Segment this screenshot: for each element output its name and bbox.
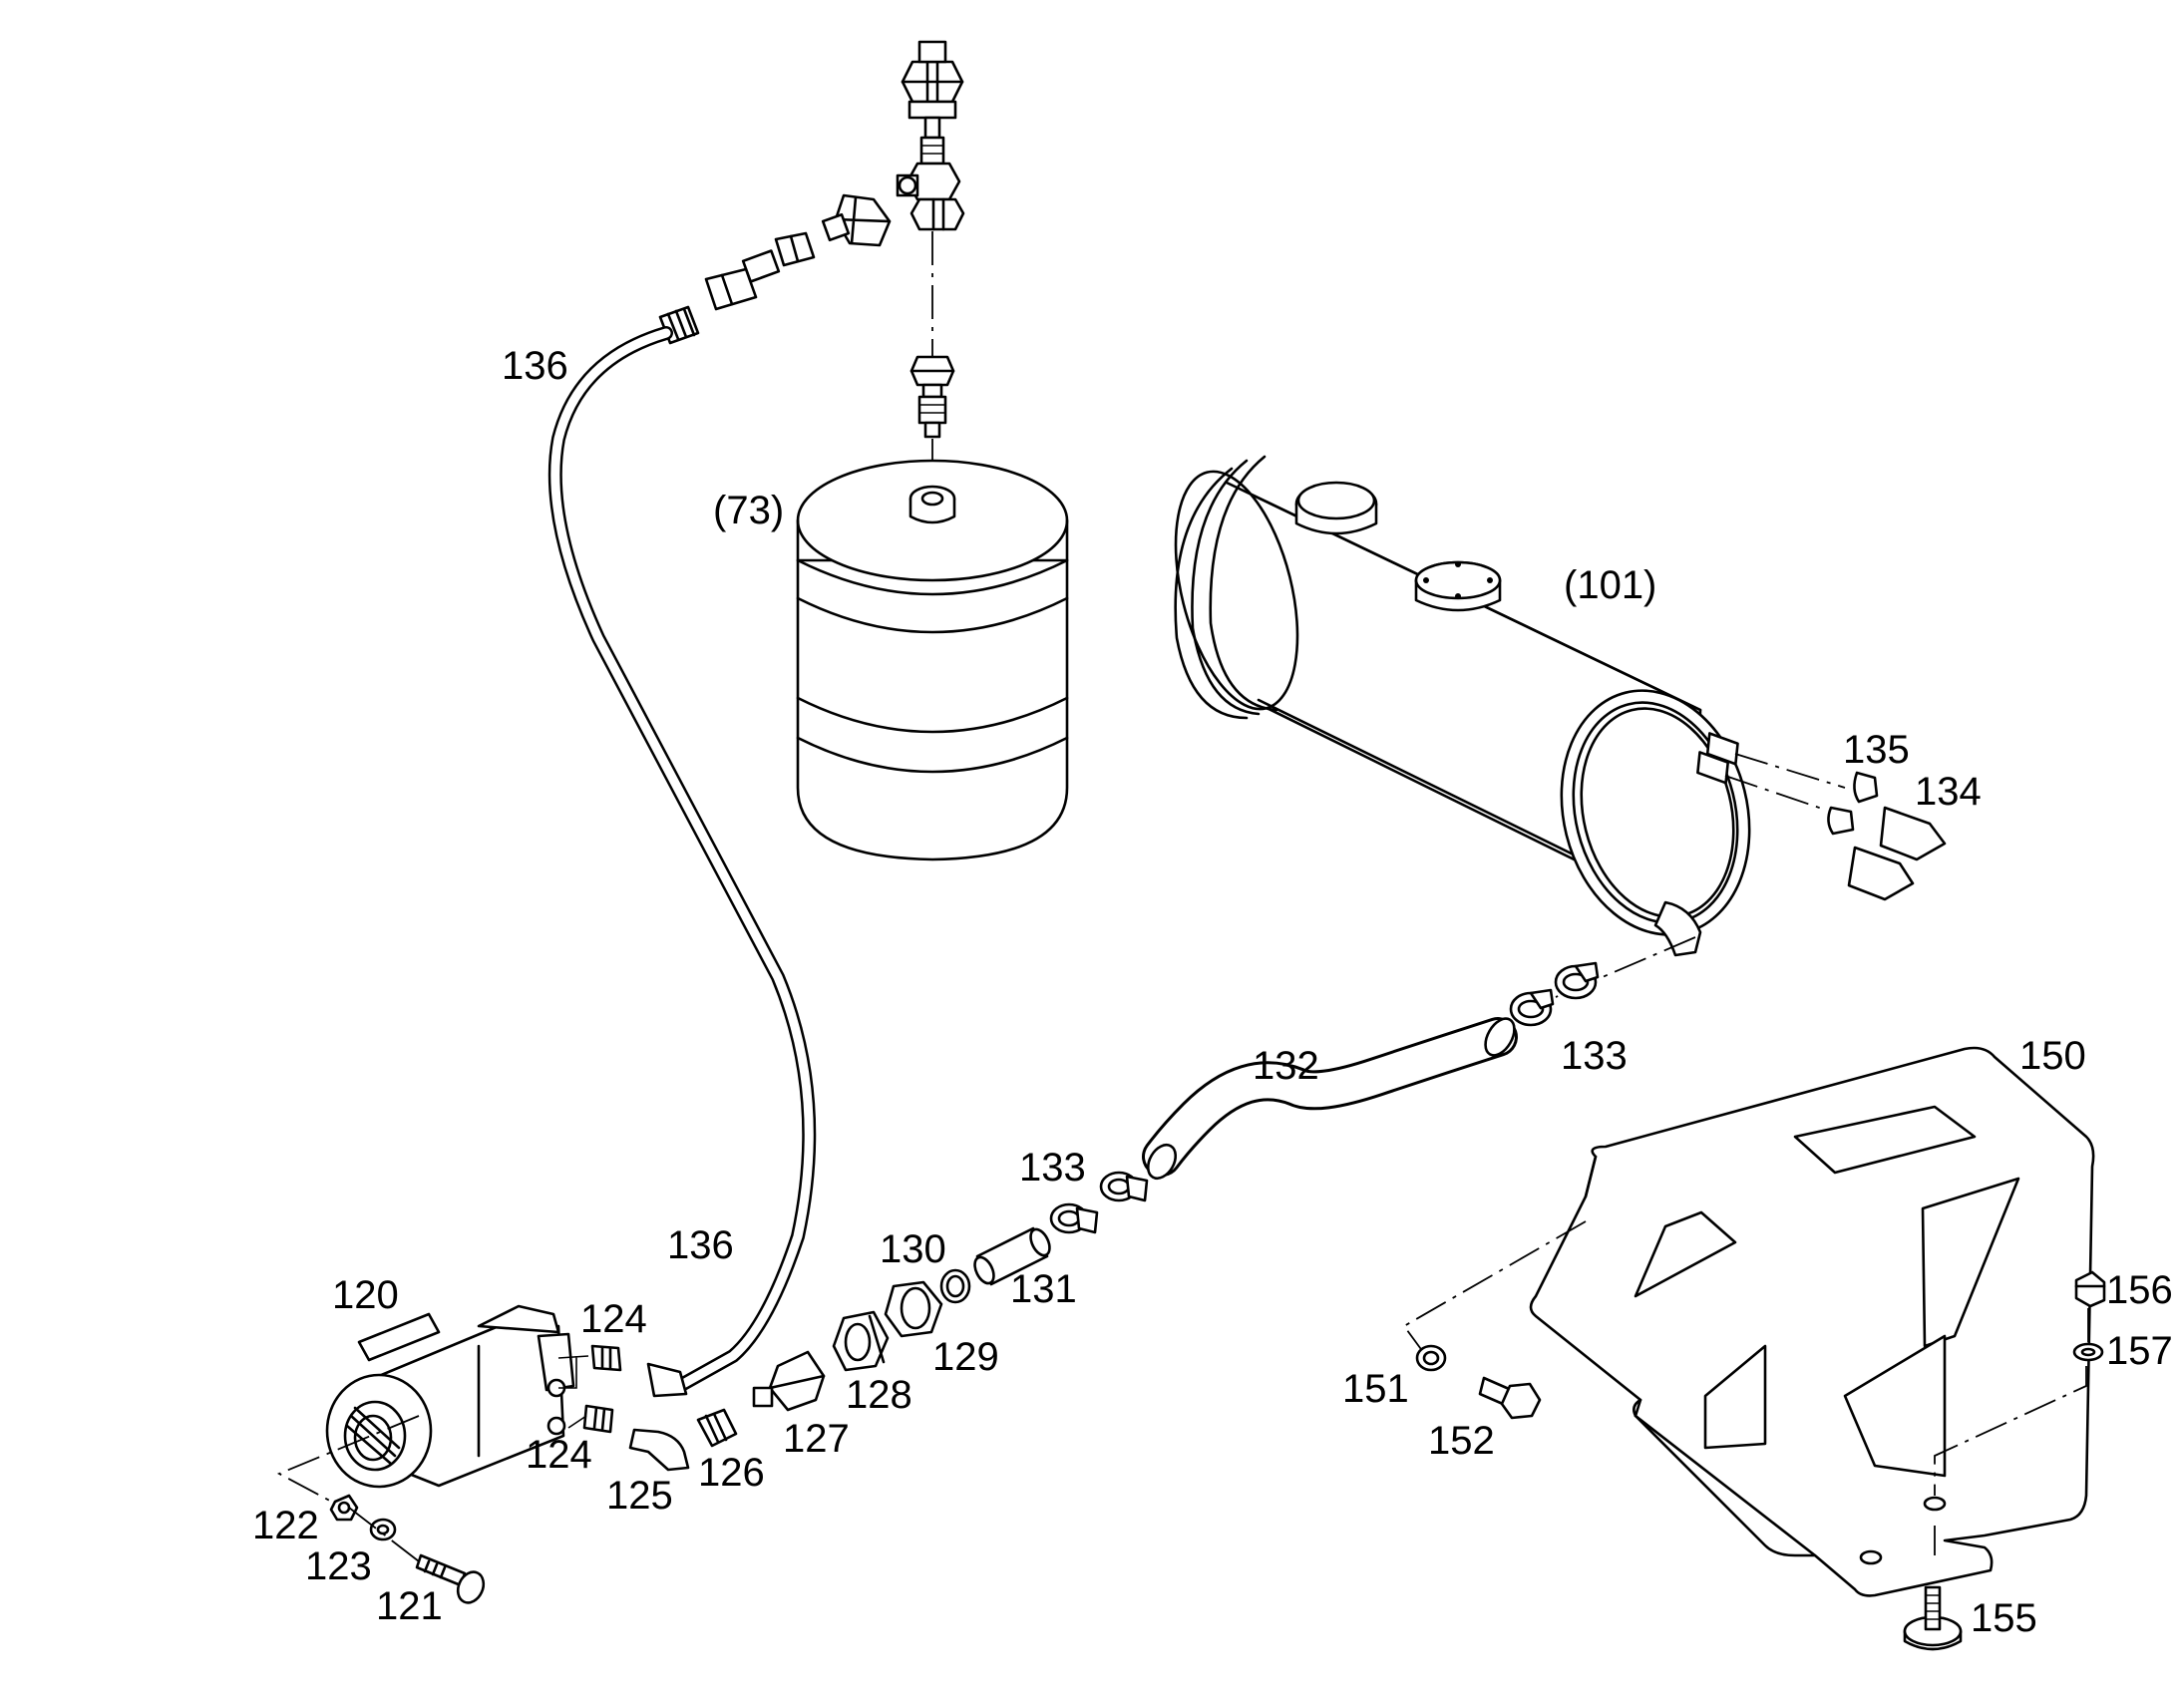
callout-124-lower: 124 (526, 1433, 592, 1477)
callout-126: 126 (698, 1451, 765, 1495)
callout-156: 156 (2106, 1268, 2173, 1312)
parts-155-157 (1903, 1270, 2106, 1651)
callout-129: 129 (932, 1335, 999, 1379)
hose-132 (1142, 1017, 1518, 1181)
callout-labels: 136 (73) (101) 135 134 132 133 150 133 1… (252, 344, 2173, 1640)
callout-136-lower: 136 (667, 1223, 734, 1267)
callout-73: (73) (713, 489, 784, 532)
callout-135: 135 (1843, 728, 1910, 772)
callout-155: 155 (1971, 1596, 2037, 1640)
bolts-151-152 (1415, 1344, 1542, 1420)
accumulator-73 (796, 459, 1069, 861)
callout-121: 121 (376, 1584, 443, 1628)
valve-120 (276, 1304, 589, 1507)
callout-157: 157 (2106, 1329, 2173, 1373)
callout-125: 125 (606, 1474, 673, 1518)
tank-101 (1174, 455, 1751, 957)
callout-152: 152 (1428, 1419, 1495, 1463)
clamps-133-lower (1049, 1171, 1149, 1234)
bolts-121-123 (329, 1494, 486, 1604)
callout-133-upper: 133 (1561, 1034, 1628, 1078)
fittings-127-131 (752, 1226, 1051, 1412)
callout-122: 122 (252, 1504, 319, 1547)
callout-124-upper: 124 (580, 1297, 647, 1341)
hose-136 (547, 326, 817, 1398)
callout-120: 120 (332, 1273, 399, 1317)
callout-133-lower: 133 (1019, 1146, 1086, 1190)
callout-136-upper: 136 (502, 344, 568, 388)
callout-134: 134 (1915, 770, 1982, 814)
top-fittings (658, 40, 965, 489)
callout-151: 151 (1342, 1367, 1409, 1411)
callout-131: 131 (1010, 1267, 1077, 1311)
callout-101: (101) (1564, 563, 1656, 607)
callout-123: 123 (305, 1544, 372, 1588)
fittings-124-126 (582, 1344, 738, 1472)
clamps-133-upper (1509, 936, 1696, 1027)
callout-128: 128 (846, 1373, 912, 1417)
callout-150: 150 (2019, 1034, 2086, 1078)
caps-134-135 (1724, 753, 1947, 901)
bracket-150 (1402, 1046, 2095, 1597)
callout-127: 127 (783, 1417, 850, 1461)
callout-132: 132 (1253, 1044, 1319, 1088)
callout-130: 130 (880, 1227, 946, 1271)
